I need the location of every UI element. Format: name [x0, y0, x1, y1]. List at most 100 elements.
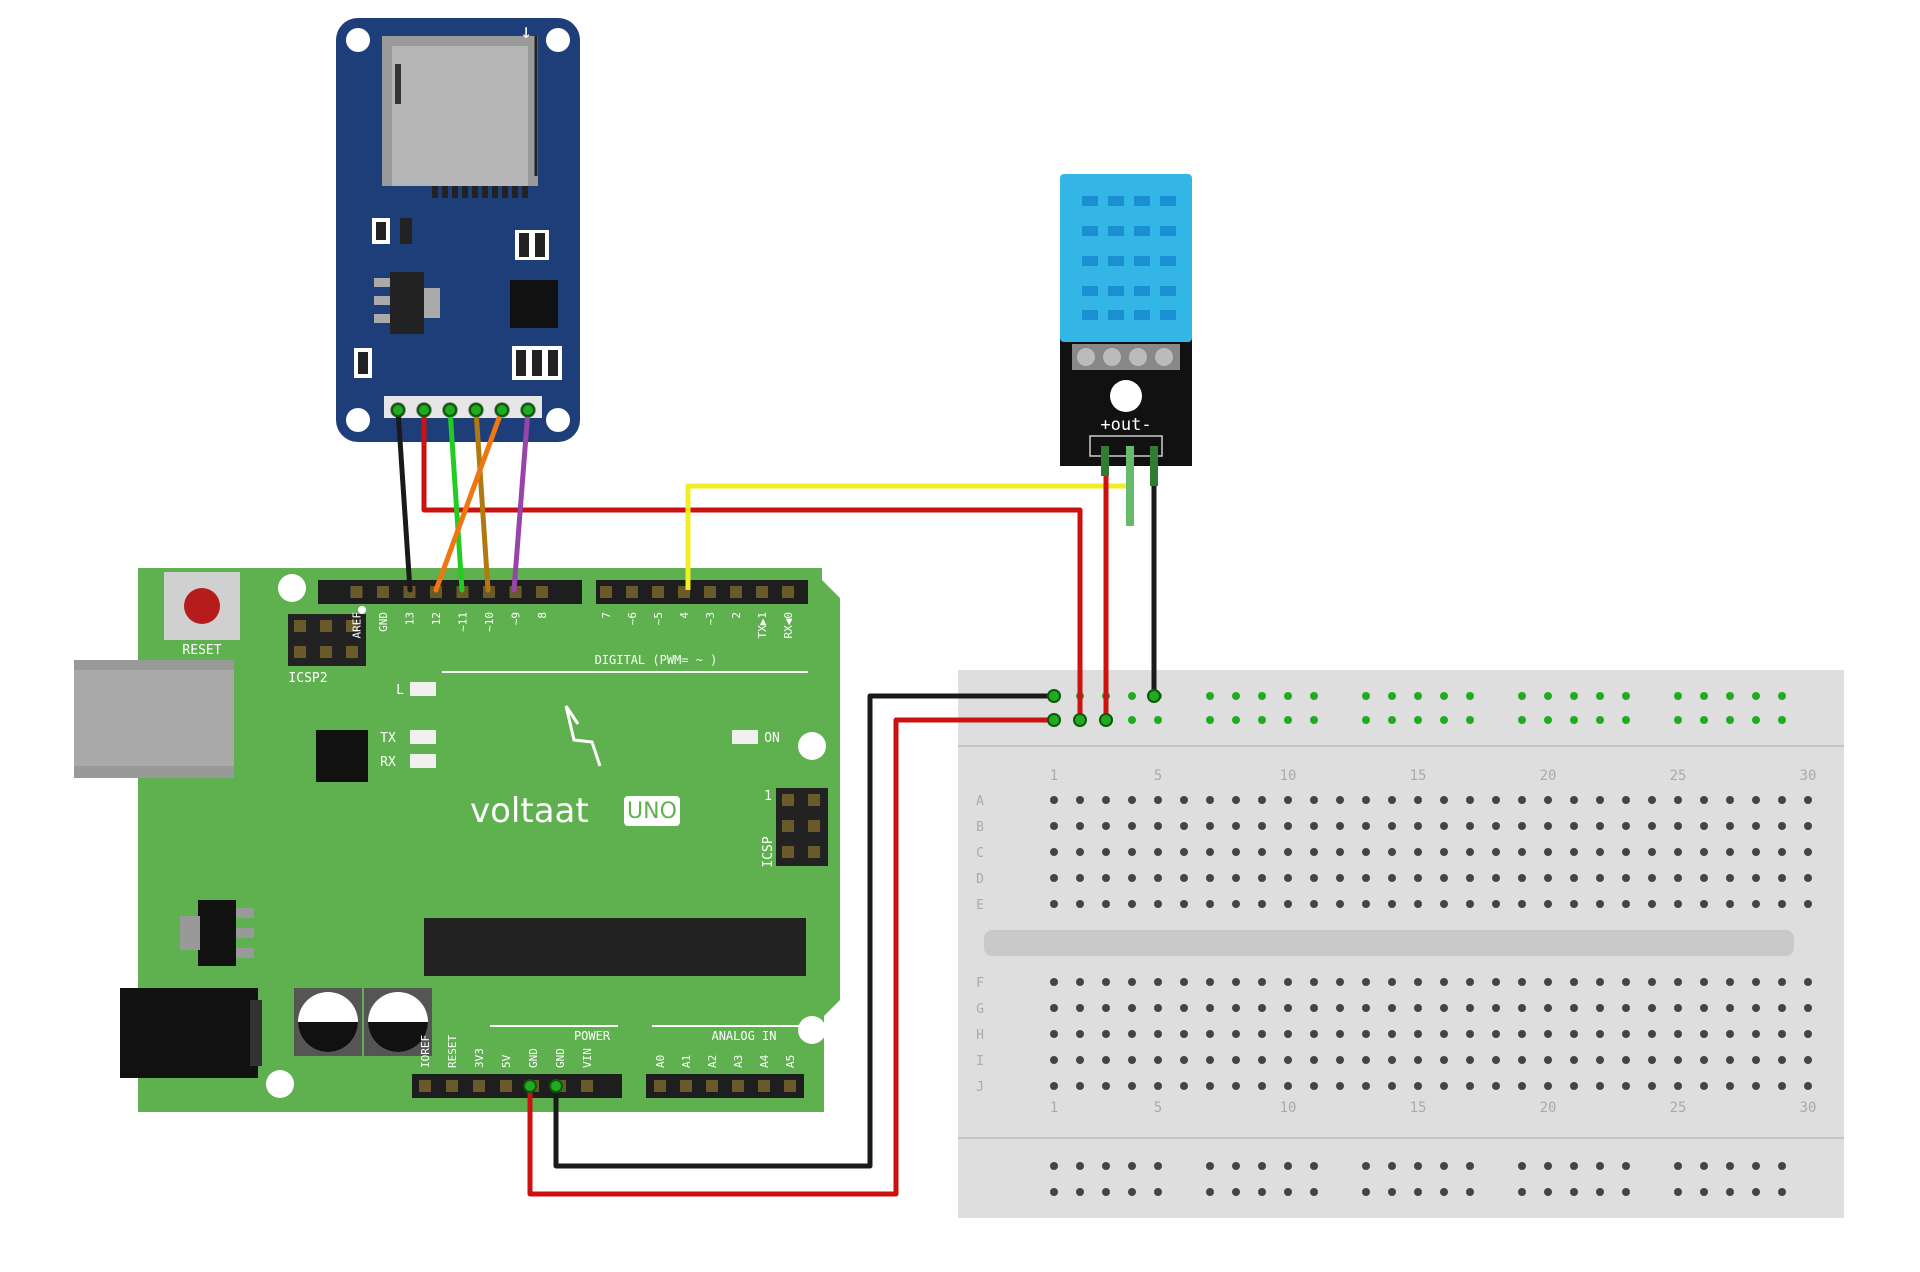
breadboard-hole — [1622, 692, 1630, 700]
pin-label: ~3 — [704, 612, 717, 625]
breadboard-hole — [1362, 1056, 1370, 1064]
breadboard-hole — [1726, 796, 1734, 804]
breadboard-hole — [1232, 874, 1240, 882]
breadboard-hole — [1232, 1056, 1240, 1064]
breadboard-hole — [1414, 1030, 1422, 1038]
breadboard-hole — [1596, 1004, 1604, 1012]
breadboard-hole — [1128, 822, 1136, 830]
dht-sensor-module: +out- — [1060, 174, 1192, 466]
breadboard-hole — [1700, 1030, 1708, 1038]
breadboard-hole — [1440, 1030, 1448, 1038]
breadboard-hole — [1440, 796, 1448, 804]
breadboard-hole — [1336, 1004, 1344, 1012]
breadboard-hole — [1336, 822, 1344, 830]
breadboard-hole — [1336, 978, 1344, 986]
breadboard-hole — [1752, 692, 1760, 700]
header-pin — [758, 1080, 770, 1092]
breadboard-hole — [1726, 874, 1734, 882]
breadboard-hole — [1388, 1030, 1396, 1038]
breadboard-hole — [1778, 822, 1786, 830]
breadboard-hole — [1414, 796, 1422, 804]
breadboard-hole — [1700, 822, 1708, 830]
breadboard-hole — [1544, 978, 1552, 986]
pin-label: IOREF — [419, 1035, 432, 1068]
breadboard-hole — [1076, 1056, 1084, 1064]
voltage-regulator — [390, 272, 424, 334]
pin-label: A1 — [680, 1055, 693, 1068]
breadboard-hole — [1362, 848, 1370, 856]
dht-grille — [1082, 196, 1176, 320]
header-pin — [446, 1080, 458, 1092]
breadboard-hole — [1076, 874, 1084, 882]
breadboard-hole — [1700, 1162, 1708, 1170]
capacitor — [364, 988, 432, 1056]
row-label: J — [976, 1080, 984, 1095]
breadboard-hole — [1622, 1004, 1630, 1012]
breadboard-hole — [1102, 796, 1110, 804]
wire-red-5v — [527, 717, 1054, 1197]
breadboard-hole — [1050, 1082, 1058, 1090]
breadboard-hole — [1804, 848, 1812, 856]
breadboard-hole — [1076, 1188, 1084, 1196]
breadboard-hole — [1492, 900, 1500, 908]
wire-green-sd-miso — [447, 407, 465, 593]
model-badge — [624, 796, 680, 826]
breadboard-hole — [1622, 900, 1630, 908]
breadboard-hole — [1804, 1082, 1812, 1090]
breadboard-hole — [1362, 1162, 1370, 1170]
breadboard-hole — [1336, 874, 1344, 882]
breadboard-hole — [1648, 1082, 1656, 1090]
breadboard-hole — [1700, 874, 1708, 882]
column-label: 5 — [1154, 1100, 1162, 1116]
breadboard-hole — [1128, 1162, 1136, 1170]
breadboard-hole — [1752, 1056, 1760, 1064]
breadboard-hole — [1726, 1188, 1734, 1196]
mount-hole — [266, 1070, 294, 1098]
wire-orange-sd-sck — [433, 407, 505, 593]
breadboard-hole — [1752, 848, 1760, 856]
breadboard-hole — [1102, 1004, 1110, 1012]
breadboard-hole — [1648, 1004, 1656, 1012]
breadboard-hole — [1674, 1162, 1682, 1170]
pin-label: ~9 — [510, 612, 523, 625]
breadboard-hole — [1752, 874, 1760, 882]
breadboard-hole — [1622, 1056, 1630, 1064]
breadboard-hole — [1414, 692, 1422, 700]
breadboard-hole — [1206, 1030, 1214, 1038]
breadboard-hole — [1232, 1162, 1240, 1170]
breadboard-hole — [1726, 716, 1734, 724]
led-l — [410, 682, 436, 696]
breadboard-hole — [1154, 848, 1162, 856]
breadboard-hole — [1362, 692, 1370, 700]
breadboard-hole — [1648, 978, 1656, 986]
breadboard-hole — [1544, 1004, 1552, 1012]
breadboard-hole — [1128, 796, 1136, 804]
header-pin — [350, 586, 363, 598]
mount-hole — [798, 1016, 826, 1044]
breadboard-hole — [1258, 1056, 1266, 1064]
breadboard-hole — [1284, 796, 1292, 804]
breadboard-hole — [1232, 1030, 1240, 1038]
pin-label: A4 — [758, 1054, 771, 1068]
breadboard-hole — [1726, 822, 1734, 830]
breadboard-hole — [1752, 822, 1760, 830]
breadboard-hole — [1102, 978, 1110, 986]
breadboard-hole — [1258, 1030, 1266, 1038]
pin-label: 4 — [678, 612, 691, 619]
breadboard-hole — [1076, 1030, 1084, 1038]
breadboard-hole — [1466, 822, 1474, 830]
breadboard-hole — [1206, 848, 1214, 856]
pin-label: RESET — [446, 1035, 459, 1068]
breadboard-hole — [1362, 1188, 1370, 1196]
breadboard-hole — [1388, 692, 1396, 700]
breadboard-hole — [1804, 900, 1812, 908]
breadboard-hole — [1154, 900, 1162, 908]
breadboard-hole — [1128, 716, 1136, 724]
breadboard-hole — [1284, 1082, 1292, 1090]
icsp2-label: ICSP2 — [288, 671, 327, 686]
breadboard-hole — [1388, 1082, 1396, 1090]
breadboard-hole — [1310, 1030, 1318, 1038]
breadboard-hole — [1622, 822, 1630, 830]
breadboard-hole — [1388, 1056, 1396, 1064]
